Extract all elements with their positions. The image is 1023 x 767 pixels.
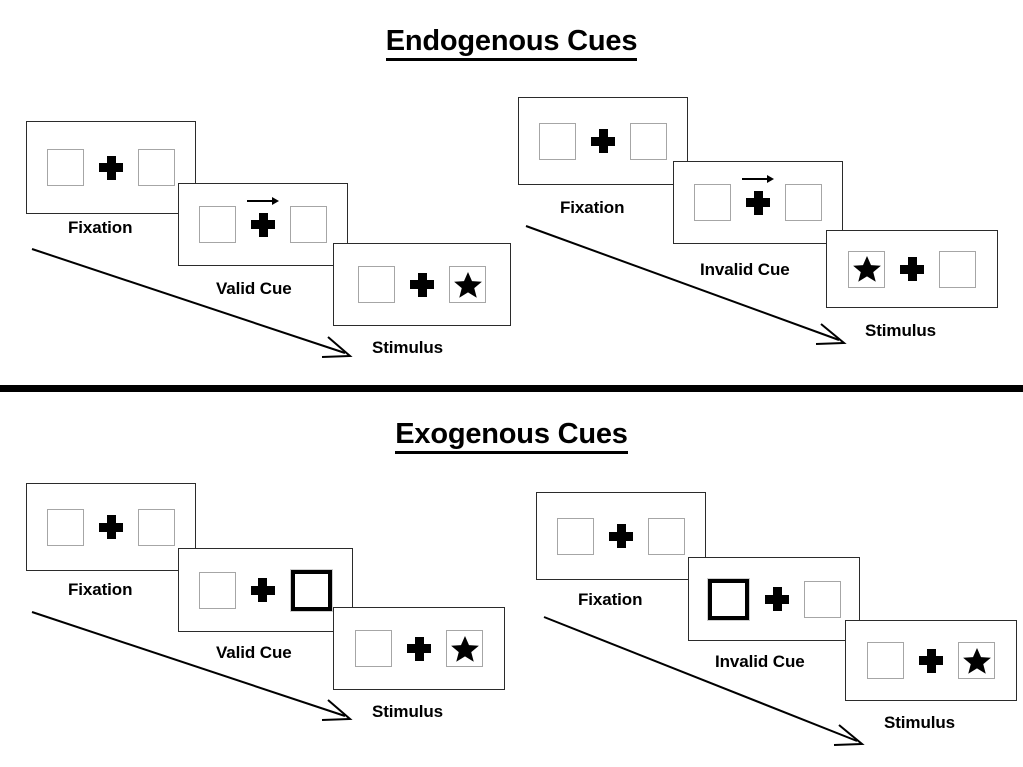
plus-icon — [98, 514, 124, 540]
plus-icon — [98, 155, 124, 181]
box-right — [785, 184, 822, 221]
section-title-exogenous-text: Exogenous Cues — [395, 418, 628, 454]
star-icon — [453, 271, 482, 298]
plus-icon — [899, 256, 925, 282]
box-left — [867, 642, 904, 679]
section-divider — [0, 385, 1023, 392]
box-right — [630, 122, 667, 160]
box-left — [557, 517, 594, 555]
frame-content — [47, 149, 175, 186]
frame-content — [848, 250, 976, 288]
label-exogenous-valid-cue: Valid Cue — [216, 643, 292, 662]
frame-endogenous-valid-cue — [178, 183, 348, 266]
frame-content — [358, 266, 486, 303]
frame-content — [47, 508, 175, 546]
label-endogenous-valid-cue: Valid Cue — [216, 279, 292, 298]
frame-content — [199, 196, 327, 243]
frame-content — [694, 174, 822, 221]
frame-endogenous-invalid-stimulus — [826, 230, 998, 308]
box-right — [804, 580, 841, 618]
label-endogenous-invalid-fixation: Fixation — [560, 198, 625, 217]
plus-icon — [250, 577, 276, 603]
box-left — [355, 630, 392, 667]
frame-exogenous-invalid-stimulus — [845, 620, 1017, 701]
box-left — [199, 206, 236, 243]
frame-endogenous-invalid-cue — [673, 161, 843, 244]
label-exogenous-invalid-stimulus: Stimulus — [884, 713, 955, 732]
star-icon — [962, 647, 991, 674]
box-right-cued — [289, 568, 333, 612]
box-right-target — [446, 630, 483, 667]
frame-content — [355, 630, 483, 667]
box-right — [290, 206, 327, 243]
box-left-target — [848, 250, 885, 288]
frame-exogenous-valid-stimulus — [333, 607, 505, 690]
frame-content — [198, 568, 333, 612]
section-title-endogenous-text: Endogenous Cues — [385, 25, 637, 61]
box-left — [694, 184, 731, 221]
frame-exogenous-invalid-fixation — [536, 492, 706, 580]
section-title-exogenous: Exogenous Cues — [0, 418, 1023, 454]
frame-endogenous-valid-fixation — [26, 121, 196, 214]
box-right — [138, 149, 175, 186]
frame-endogenous-valid-stimulus — [333, 243, 511, 326]
frame-endogenous-invalid-fixation — [518, 97, 688, 185]
box-left — [539, 122, 576, 160]
arrow-right-icon — [742, 174, 774, 183]
box-right — [939, 250, 976, 288]
label-exogenous-valid-fixation: Fixation — [68, 580, 133, 599]
frame-content — [867, 642, 995, 679]
plus-icon — [918, 648, 944, 674]
plus-icon — [742, 174, 774, 216]
plus-icon — [590, 128, 616, 154]
plus-icon — [409, 272, 435, 298]
box-left-cued — [707, 577, 750, 621]
label-exogenous-invalid-fixation: Fixation — [578, 590, 643, 609]
frame-exogenous-valid-fixation — [26, 483, 196, 571]
frame-content — [557, 517, 685, 555]
label-endogenous-invalid-stimulus: Stimulus — [865, 321, 936, 340]
plus-icon — [764, 586, 790, 612]
star-icon — [450, 635, 479, 662]
plus-icon — [406, 636, 432, 662]
plus-icon — [608, 523, 634, 549]
box-left — [47, 149, 84, 186]
label-endogenous-valid-fixation: Fixation — [68, 218, 133, 237]
arrow-right-icon — [247, 196, 279, 205]
label-endogenous-invalid-cue: Invalid Cue — [700, 260, 790, 279]
box-right-target — [449, 266, 486, 303]
label-endogenous-valid-stimulus: Stimulus — [372, 338, 443, 357]
box-right — [648, 517, 685, 555]
label-exogenous-valid-stimulus: Stimulus — [372, 702, 443, 721]
plus-icon — [247, 196, 279, 238]
star-icon — [852, 256, 881, 282]
label-exogenous-invalid-cue: Invalid Cue — [715, 652, 805, 671]
frame-content — [707, 577, 841, 621]
frame-content — [539, 122, 667, 160]
box-right — [138, 508, 175, 546]
box-left — [47, 508, 84, 546]
box-right-target — [958, 642, 995, 679]
frame-exogenous-invalid-cue — [688, 557, 860, 641]
box-left — [198, 571, 236, 609]
box-left — [358, 266, 395, 303]
frame-exogenous-valid-cue — [178, 548, 353, 632]
section-title-endogenous: Endogenous Cues — [0, 25, 1023, 61]
